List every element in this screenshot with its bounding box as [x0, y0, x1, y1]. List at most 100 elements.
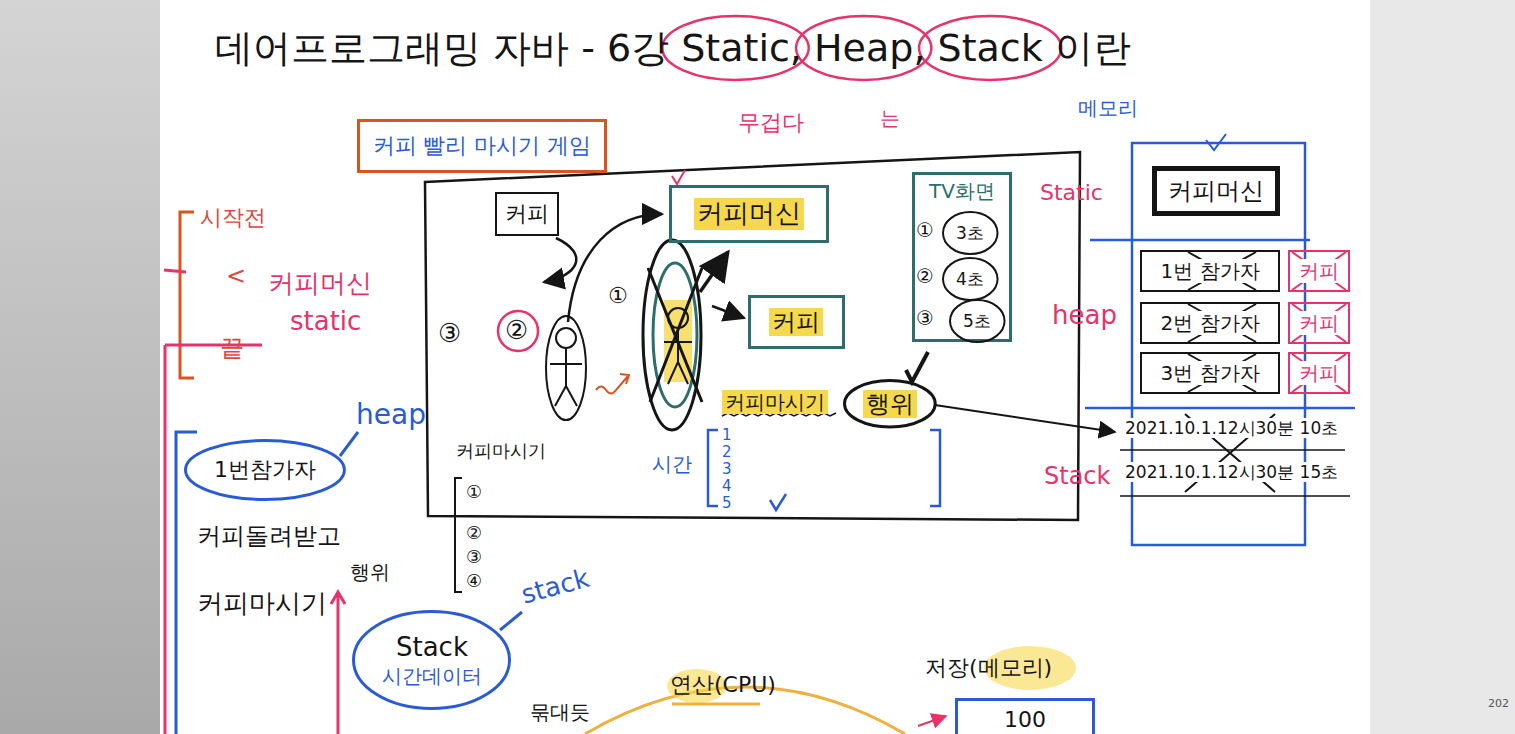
annotation: 무겁다: [738, 110, 804, 136]
check-mark: [906, 352, 928, 382]
action-note: 커피마시기: [722, 390, 828, 414]
time-step: 5: [722, 494, 732, 512]
list-number: ②: [466, 522, 482, 544]
list-bracket: [455, 478, 462, 592]
memory-panel: [1090, 239, 1310, 242]
box-label: 100: [1004, 707, 1046, 733]
heap-coffee-box: 커피: [1288, 250, 1350, 292]
stick-figure: [498, 311, 629, 420]
memory-area: Static: [1040, 180, 1103, 206]
list-heading: 커피마시기: [456, 440, 546, 462]
box-label: TV화면: [929, 179, 995, 203]
flow-arrow: [544, 238, 576, 282]
time-label: 시간: [652, 452, 692, 476]
label-holder: ①: [916, 218, 934, 242]
step-note: 묶대듯: [530, 700, 590, 724]
list-bracket: [455, 478, 462, 592]
circle-outline: [950, 300, 1005, 342]
label-holder: 무겁다: [738, 110, 804, 136]
player-circle: 1번참가자: [184, 439, 346, 501]
crossed-figure: [648, 268, 702, 402]
annotation: 는: [880, 106, 900, 130]
label-holder: 1: [722, 426, 732, 444]
label-holder: ②: [505, 315, 528, 346]
cross-out: [1292, 252, 1346, 290]
title-holder: 데어프로그래밍 자바 - 6강 Static, Heap, Stack 이란: [215, 26, 1131, 72]
label-holder: 2021.10.1.12시30분 15초: [1122, 462, 1341, 482]
left-brackets: [164, 345, 167, 734]
label-holder: 커피마시기: [722, 390, 828, 414]
label-holder: 커피돌려받고: [197, 522, 341, 551]
label-holder: 행위: [350, 560, 390, 584]
label-holder: 시작전: [200, 205, 266, 231]
label-holder: 묶대듯: [530, 700, 590, 724]
circle-outline: [354, 612, 510, 709]
heap-box: 1번 참가자: [1140, 250, 1280, 292]
box-label: 커피머신: [694, 198, 804, 229]
stick-figure: [546, 316, 586, 420]
memory-note: static: [290, 306, 361, 337]
list-number: ④: [466, 570, 482, 592]
step-note: 커피마시기: [197, 588, 327, 619]
stick-figure: [596, 374, 629, 394]
heap-coffee-box: 커피: [1288, 352, 1350, 394]
box-label: 커피: [1296, 361, 1342, 385]
heap-coffee-box: 커피: [1288, 302, 1350, 344]
background: [0, 0, 160, 734]
coffee-box: 커피: [748, 295, 845, 349]
stick-figure: [498, 311, 538, 351]
phase-note: 시작전: [200, 205, 266, 231]
time-bracket: [708, 430, 940, 510]
label-holder: 2: [722, 443, 732, 461]
memory-note: heap: [356, 398, 426, 432]
game-frame: [425, 152, 1080, 520]
label-holder: 202: [1488, 697, 1509, 710]
label-holder: 연산(CPU): [670, 672, 776, 698]
crossed-figure: [643, 240, 702, 430]
label-holder: ②: [916, 264, 934, 288]
left-brackets: [331, 592, 345, 734]
flow-arrow: [700, 252, 728, 292]
box-label: 5초: [963, 311, 991, 331]
timer-circle: 4초: [942, 257, 999, 301]
label-holder: ①: [466, 481, 482, 503]
box-label: 3번 참가자: [1157, 361, 1262, 385]
left-brackets: [165, 344, 262, 347]
label-holder: heap: [356, 398, 426, 432]
box-label: 4초: [956, 269, 984, 289]
callout-number: ②: [505, 315, 528, 346]
time-bracket: [708, 430, 718, 506]
phase-note: <: [226, 262, 246, 291]
box-label: Stack: [396, 632, 468, 663]
memory-panel: [1085, 407, 1355, 410]
left-brackets: [164, 212, 522, 734]
stick-figure: [556, 328, 576, 348]
label-holder: ①: [608, 283, 628, 309]
label-holder: stack: [518, 563, 593, 611]
background: [1370, 0, 1515, 734]
stack-row: 2021.10.1.12시30분 15초: [1122, 462, 1341, 482]
callout-number: ①: [608, 283, 628, 309]
machine-box: 커피머신: [669, 185, 829, 243]
label-holder: ③: [438, 318, 461, 349]
memory-area: heap: [1052, 300, 1117, 331]
flow-arrow: [568, 214, 662, 322]
label-holder: static: [290, 306, 361, 337]
stack-row: 2021.10.1.12시30분 10초: [1122, 418, 1341, 438]
label-holder: 는: [880, 106, 900, 130]
label-holder: Stack: [1044, 462, 1110, 491]
static-box: 커피머신: [1152, 166, 1280, 217]
time-step: 3: [722, 460, 732, 478]
flow-arrow: [712, 306, 744, 318]
cross-out: [1292, 354, 1346, 392]
time-bracket: [930, 430, 940, 506]
box-label: 2번 참가자: [1157, 311, 1262, 335]
label-holder: ④: [466, 570, 482, 592]
box-label: 커피: [1296, 311, 1342, 335]
left-brackets: [164, 270, 186, 272]
memory-box: 100: [955, 698, 1095, 734]
callout-number: ①: [916, 218, 934, 242]
left-brackets: [500, 612, 522, 630]
cpu-memory-sketch: [918, 716, 946, 726]
